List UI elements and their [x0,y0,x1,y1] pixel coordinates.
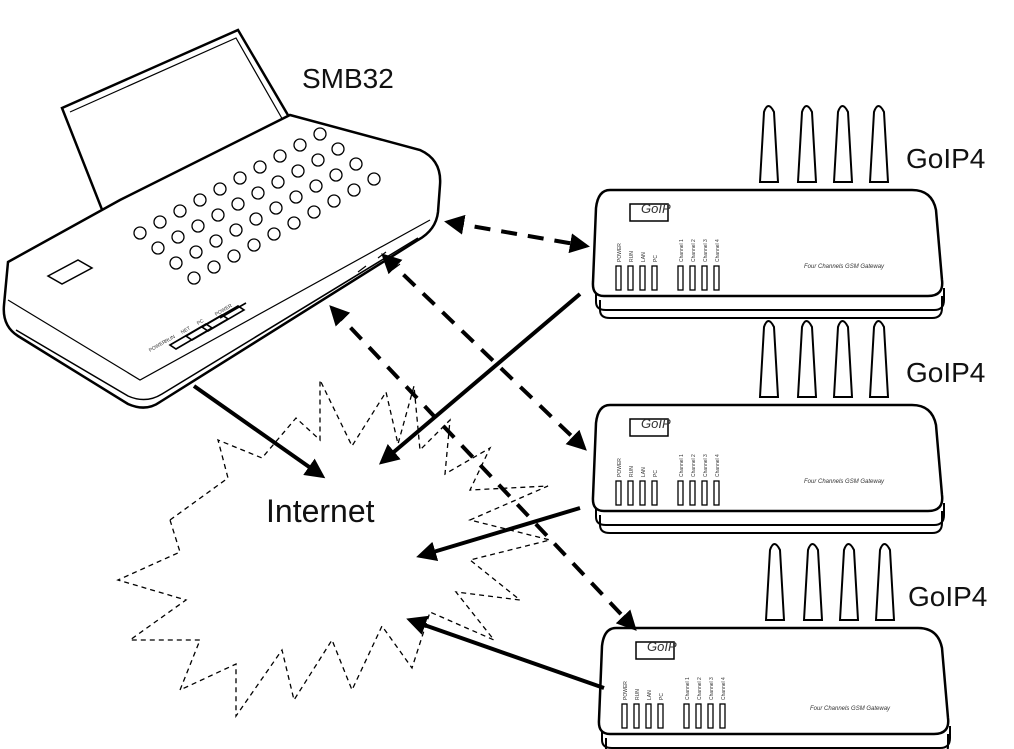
goip1-subtitle: Four Channels GSM Gateway [804,264,885,270]
goip1-brand: GoIP [641,201,671,216]
goip-led-label: Channel 1 [685,677,691,700]
goip-led-label: Channel 4 [715,239,721,262]
goip3-led-labels: POWER RUN LAN PC Channel 1 Channel 2 Channel 3… [623,677,727,700]
goip-led-label: RUN [629,466,635,477]
goip-led-label: Channel 3 [703,239,709,262]
goip-led-label: Channel 2 [691,239,697,262]
goip4-label-1: GoIP4 [906,143,985,174]
goip-led-label: POWER [623,681,629,700]
goip-led-label: Channel 3 [703,454,709,477]
goip-led-label: RUN [629,251,635,262]
dashed-link-smb-goip3 [329,305,637,631]
goip3-brand: GoIP [647,639,677,654]
goip-led-label: Channel 2 [691,454,697,477]
goip-led-label: RUN [635,689,641,700]
keypad-icon [133,127,381,285]
cloud-burst-icon [116,379,551,719]
smb-led-label: NET [180,326,192,336]
goip-led-label: LAN [641,467,647,477]
goip-led-label: Channel 1 [679,454,685,477]
goip-led-label: Channel 4 [715,454,721,477]
goip-led-label: Channel 3 [709,677,715,700]
goip-led-label: Channel 2 [697,677,703,700]
solid-link-goip1-internet [378,292,582,465]
goip2-subtitle: Four Channels GSM Gateway [804,479,885,485]
goip-led-label: LAN [641,252,647,262]
smb32-label: SMB32 [302,63,394,94]
smb-led-label: RUN [164,334,177,345]
internet-label: Internet [266,493,375,529]
goip-led-label: Channel 4 [721,677,727,700]
smb32-device-icon [2,28,442,409]
goip-led-label: PC [653,255,659,262]
goip1-led-labels: POWER RUN LAN PC Channel 1 Channel 2 Channel 3… [617,239,721,262]
smb-led-label: PC [196,318,205,327]
dashed-link-smb-goip1 [444,214,590,254]
solid-link-smb-internet [192,384,326,479]
goip4-label-3: GoIP4 [908,581,987,612]
goip-led-label: PC [653,470,659,477]
solid-link-goip2-internet [416,506,581,561]
goip-led-label: Channel 1 [679,239,685,262]
goip-led-label: POWER [617,243,623,262]
dashed-link-smb-goip2 [381,253,587,451]
goip-led-label: LAN [647,690,653,700]
goip-led-label: PC [659,693,665,700]
goip2-brand: GoIP [641,416,671,431]
goip-led-label: POWER [617,458,623,477]
solid-link-goip3-internet [406,615,605,690]
goip3-subtitle: Four Channels GSM Gateway [810,706,891,712]
goip2-led-labels: POWER RUN LAN PC Channel 1 Channel 2 Channel 3… [617,454,721,477]
goip4-label-2: GoIP4 [906,357,985,388]
